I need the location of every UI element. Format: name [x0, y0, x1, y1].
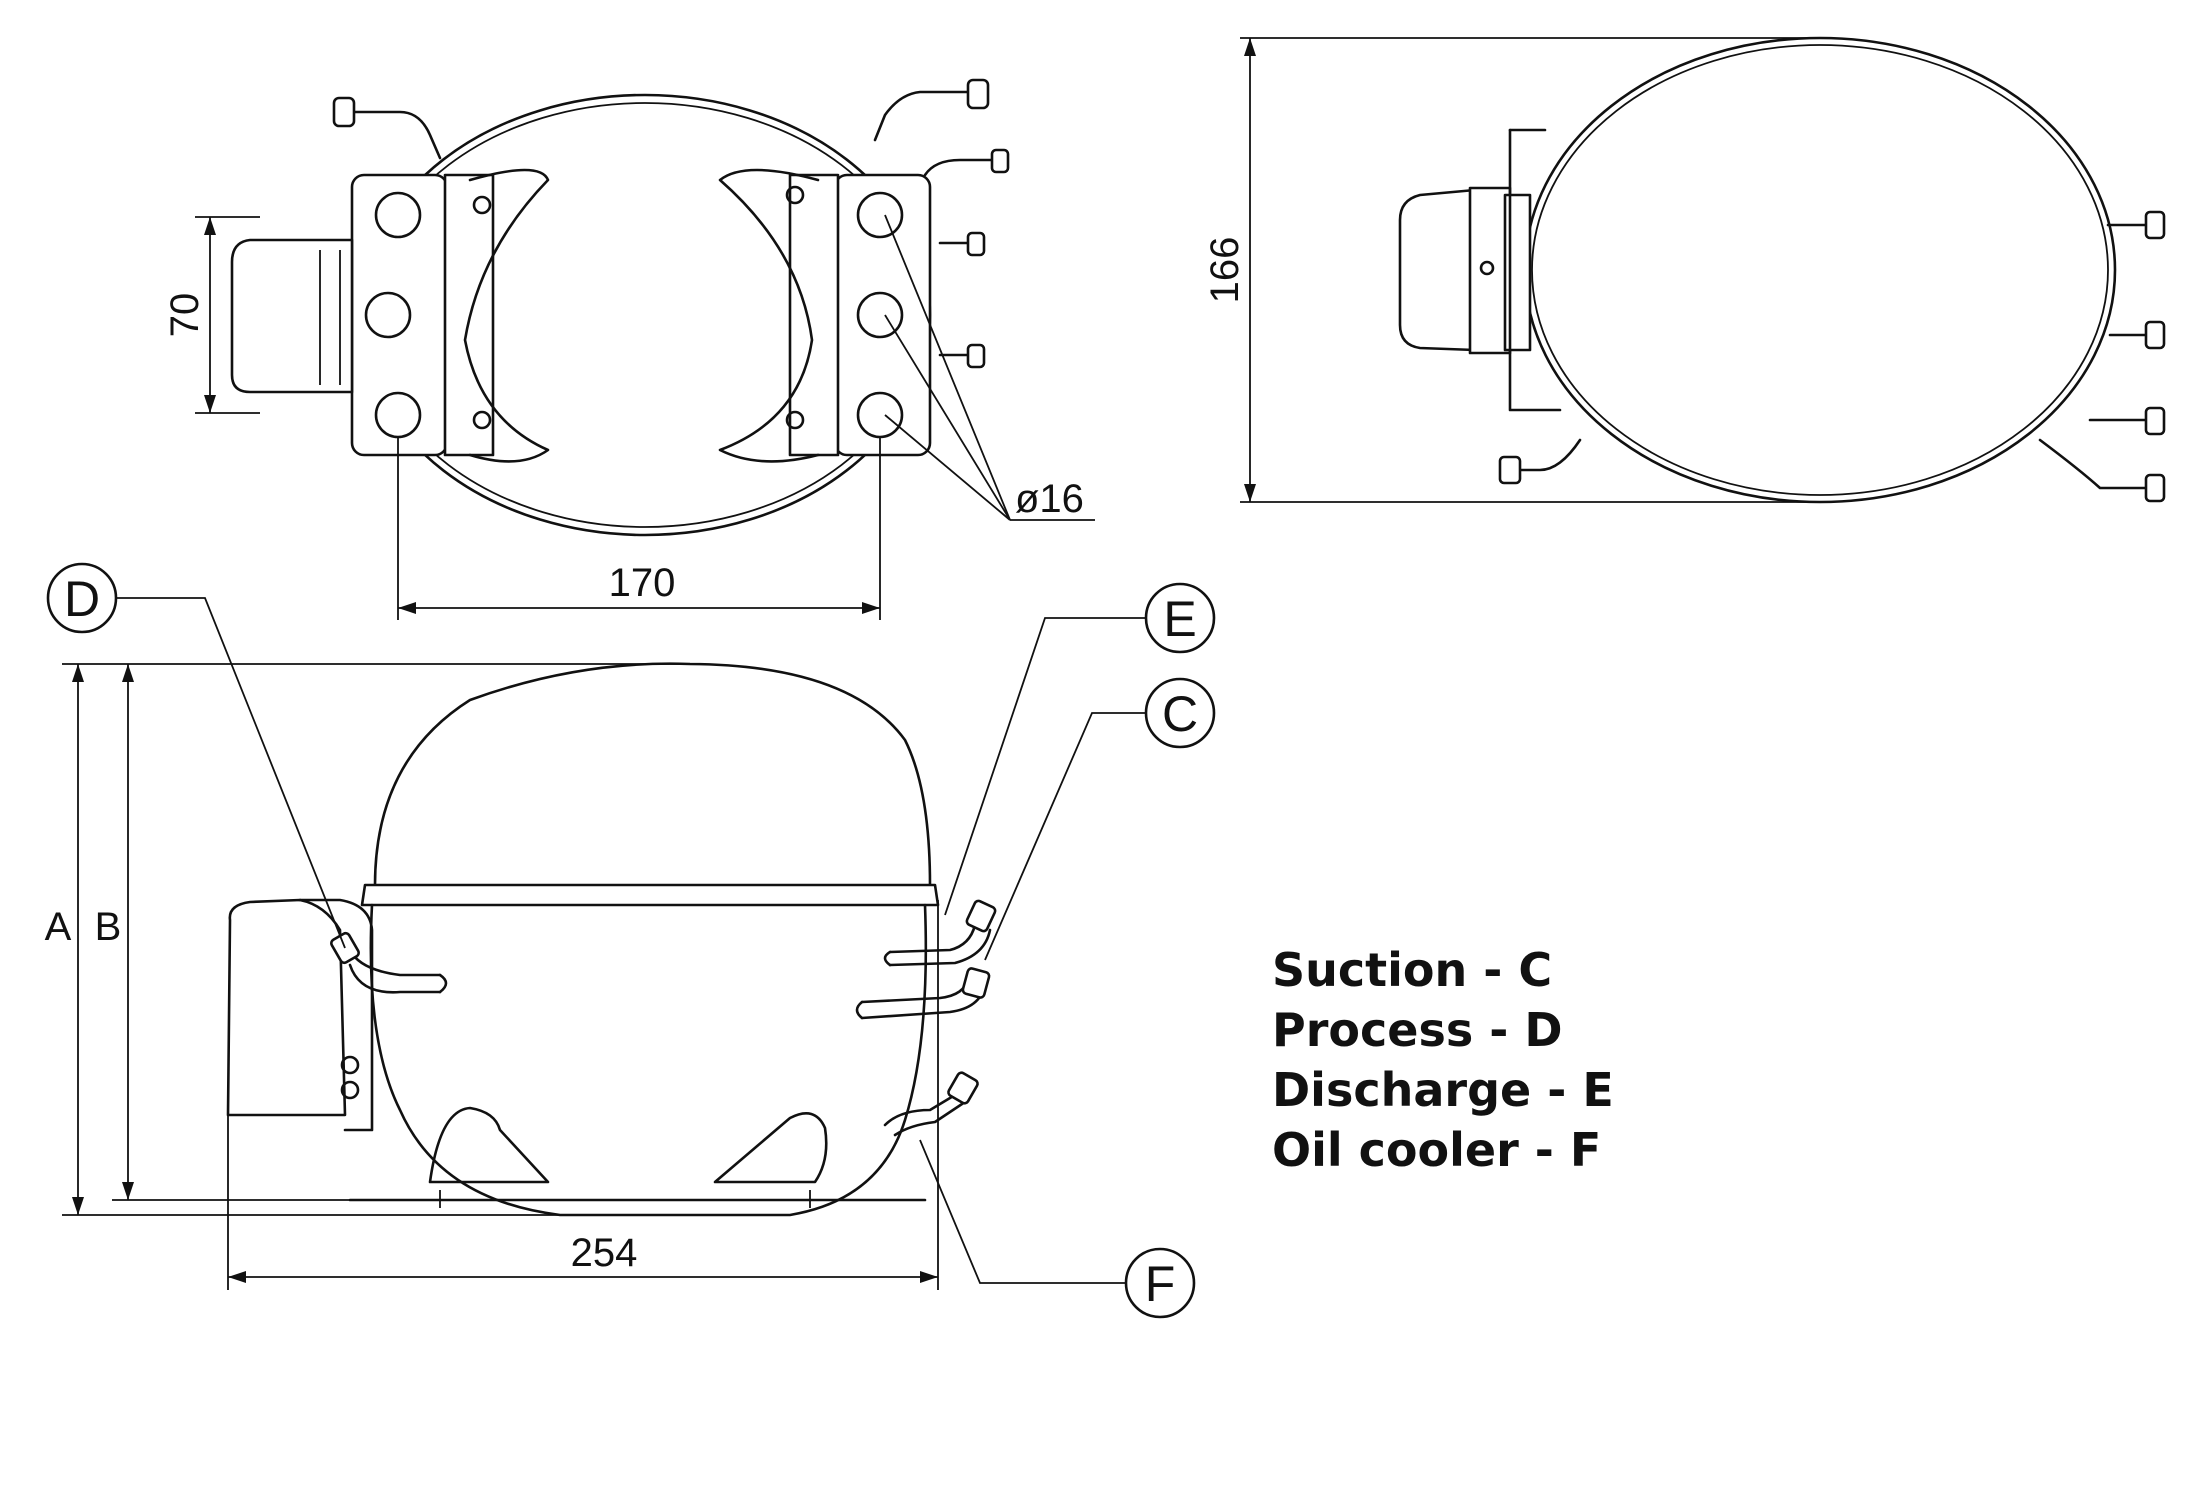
front-view-band [360, 883, 940, 907]
side-view-shell [1523, 36, 2117, 504]
top-view: 70 170 ø16 [163, 78, 1095, 620]
dimension-254: 254 [227, 900, 939, 1290]
side-view: 166 [1203, 36, 2166, 504]
front-view-discharge-tube [888, 923, 977, 954]
top-view-tube [923, 158, 997, 177]
height-side-label: 166 [1203, 237, 1247, 304]
top-view-small-hole [785, 410, 805, 430]
dimension-170: 170 [397, 437, 881, 620]
front-view-oil-cooler-tube [883, 1090, 962, 1127]
front-view-discharge-tube-end [965, 899, 997, 933]
front-view-terminal-screw [340, 1055, 360, 1075]
top-view-tube-end [332, 96, 356, 128]
front-view-lower-shell [369, 903, 928, 1217]
dimension-70: 70 [163, 216, 260, 414]
front-view-suction-tube [860, 976, 970, 1004]
front-view: A B 254 D E [45, 562, 1216, 1319]
front-view-terminal-box-side [298, 898, 374, 1132]
side-view-tube-end [2144, 210, 2166, 240]
top-view-hole [856, 191, 904, 239]
callout-d: D [46, 562, 346, 949]
top-view-right-foot [718, 168, 820, 463]
top-view-tube [350, 110, 442, 160]
height-a-label: A [45, 905, 72, 949]
side-view-terminal-cover [1468, 186, 1512, 355]
top-view-hole [374, 191, 422, 239]
side-view-tube-end [2144, 406, 2166, 436]
legend-suction: Suction - C [1272, 943, 1553, 997]
hole-diameter-callout: ø16 [884, 214, 1095, 521]
front-view-terminal-box [226, 898, 347, 1117]
front-view-terminal-screw [340, 1080, 360, 1100]
side-view-tube [2038, 438, 2150, 490]
callout-f: F [919, 1139, 1196, 1319]
overall-length-label: 254 [571, 1231, 638, 1275]
side-view-tube [1518, 438, 1582, 472]
front-view-dome [373, 662, 932, 887]
side-view-screw [1479, 260, 1495, 276]
top-view-terminal-box [230, 238, 354, 394]
mount-spacing-label: 70 [163, 293, 207, 338]
top-view-hole [364, 291, 412, 339]
connection-legend: Suction - C Process - D Discharge - E Oi… [1272, 940, 1614, 1180]
top-view-small-hole [785, 185, 805, 205]
front-view-oil-cooler-tube-end [947, 1071, 979, 1105]
top-view-terminal-box-detail [319, 250, 341, 385]
callout-c: C [984, 677, 1216, 961]
legend-discharge: Discharge - E [1272, 1063, 1614, 1117]
tag-f: F [1145, 1256, 1176, 1312]
top-view-small-hole [472, 195, 492, 215]
height-b-label: B [95, 905, 122, 949]
tag-c: C [1162, 686, 1198, 742]
hole-spacing-label: 170 [609, 561, 676, 605]
top-view-small-hole [472, 410, 492, 430]
top-view-tube [873, 90, 970, 142]
top-view-tube-end [966, 343, 986, 369]
top-view-tube-end [966, 231, 986, 257]
hole-diameter-label: ø16 [1015, 477, 1084, 521]
callout-e: E [944, 582, 1216, 916]
top-view-hole [856, 291, 904, 339]
dimension-height-a: A [45, 663, 690, 1216]
side-view-shell-inner [1531, 44, 2109, 496]
side-view-terminal-box [1398, 188, 1477, 352]
side-view-tube-end [2144, 473, 2166, 503]
side-view-tube-end [2144, 320, 2166, 350]
top-view-tube-end [966, 78, 990, 110]
tag-e: E [1163, 591, 1196, 647]
top-view-tube-end [990, 148, 1010, 174]
dimension-166: 166 [1203, 37, 1820, 503]
front-view-suction-tube-end [961, 967, 991, 999]
side-view-tube-end [1498, 455, 1522, 485]
top-view-right-bracket [788, 173, 840, 457]
dimension-height-b: B [95, 664, 350, 1201]
top-view-right-plate [833, 173, 932, 457]
legend-process: Process - D [1272, 1003, 1563, 1057]
front-view-process-tube [348, 948, 442, 977]
tag-d: D [64, 571, 100, 627]
top-view-left-foot [463, 168, 550, 463]
front-view-right-foot [713, 1112, 828, 1184]
legend-oil-cooler: Oil cooler - F [1272, 1123, 1602, 1177]
front-view-left-foot [428, 1106, 550, 1184]
side-view-base [1508, 128, 1562, 412]
